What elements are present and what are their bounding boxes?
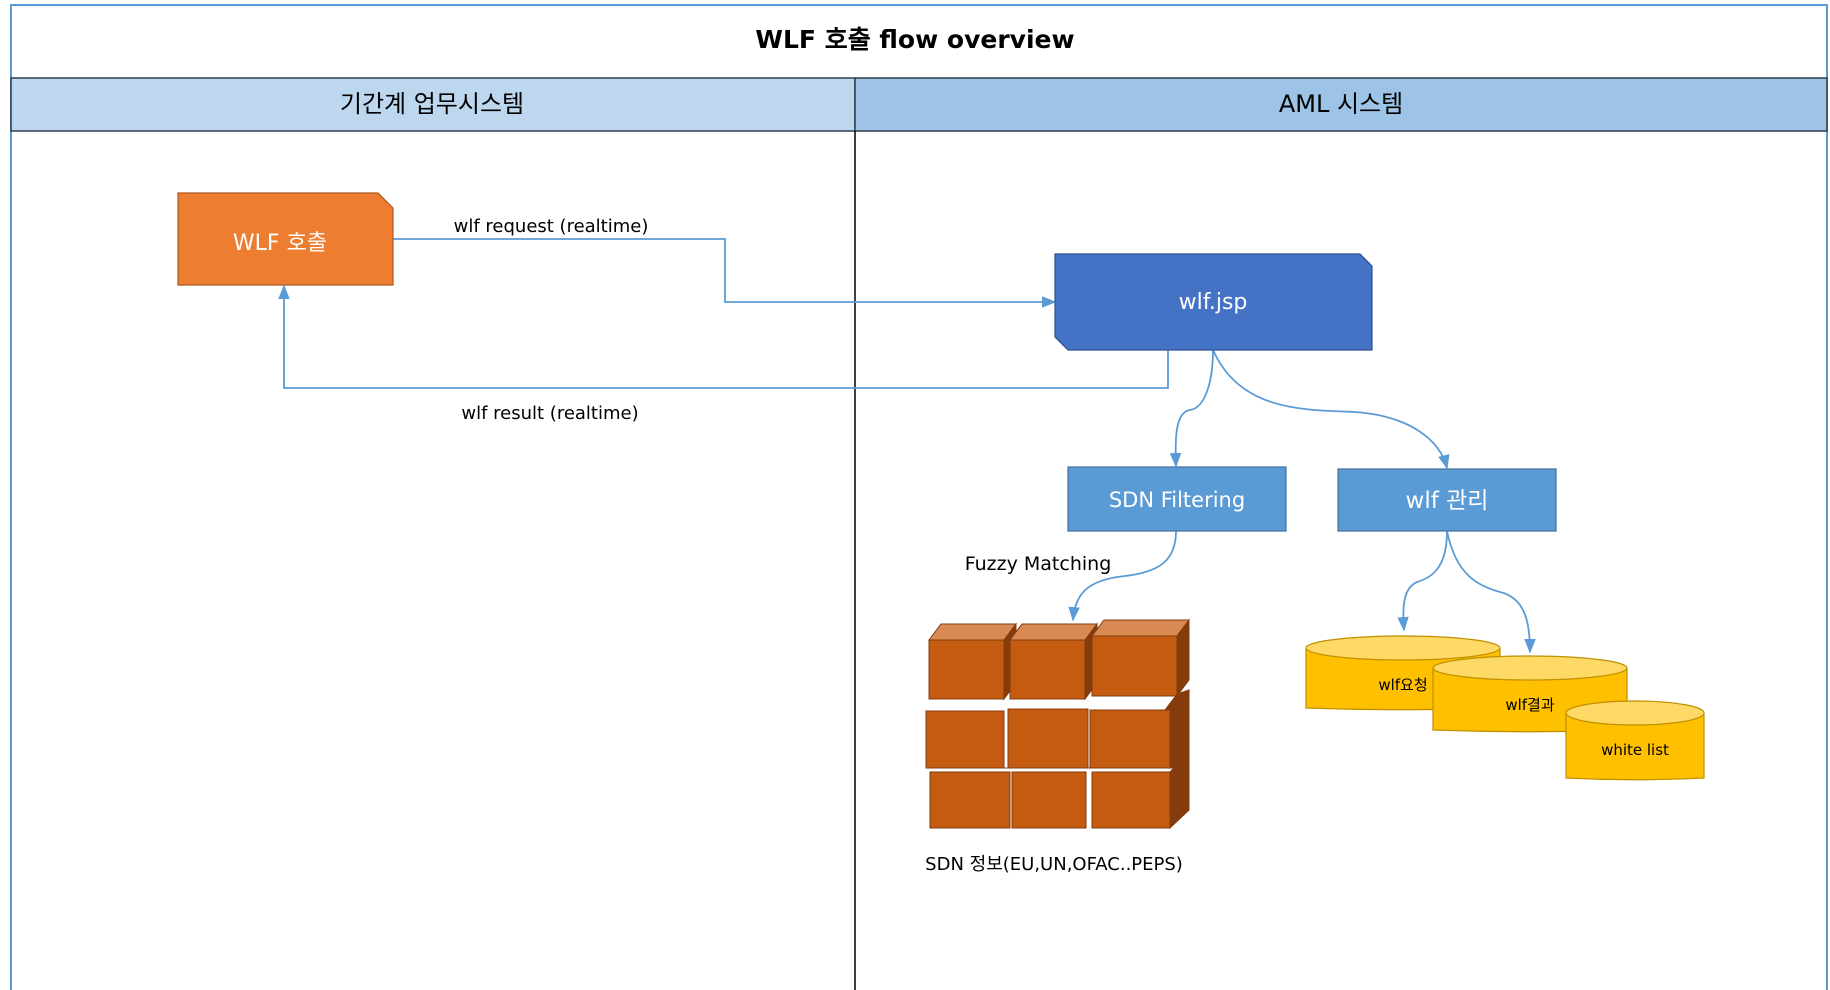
sdn-filtering-box (1067, 466, 1287, 532)
sdn-filtering-label: SDN Filtering (1109, 488, 1245, 512)
jsp-to-manage-connector (1212, 349, 1450, 470)
request-connector (393, 238, 1057, 308)
result-label: wlf result (realtime) (461, 403, 638, 424)
sdn-to-wall-connector (1068, 530, 1177, 622)
manage-to-result-db-connector (1446, 530, 1536, 654)
white-list-db-icon (1565, 700, 1705, 781)
request-label: wlf request (realtime) (454, 216, 649, 237)
lane-title-left: 기간계 업무시스템 (340, 90, 524, 118)
manage-to-request-db-connector (1397, 530, 1448, 632)
wlf-jsp-label: wlf.jsp (1179, 290, 1248, 315)
wlf-call-label: WLF 호출 (233, 231, 327, 256)
wlf-result-db-label: wlf결과 (1505, 696, 1555, 714)
lane-header-left (10, 77, 856, 132)
wlf-manage-label: wlf 관리 (1406, 488, 1489, 514)
lane-header-right (854, 77, 1828, 132)
wlf-call-box (177, 192, 394, 286)
result-connector (278, 284, 1169, 389)
white-list-db-label: white list (1601, 741, 1669, 759)
fuzzy-matching-label: Fuzzy Matching (965, 553, 1112, 575)
wlf-jsp-box (1054, 253, 1373, 351)
wlf-manage-box (1337, 468, 1557, 532)
lane-title-right: AML 시스템 (1279, 90, 1403, 118)
sdn-brick-wall-icon (925, 618, 1190, 830)
wlf-request-db-label: wlf요청 (1378, 676, 1427, 694)
diagram-title: WLF 호출 flow overview (755, 25, 1074, 54)
jsp-to-sdn-connector (1169, 349, 1214, 468)
sdn-info-label: SDN 정보(EU,UN,OFAC..PEPS) (925, 854, 1183, 875)
